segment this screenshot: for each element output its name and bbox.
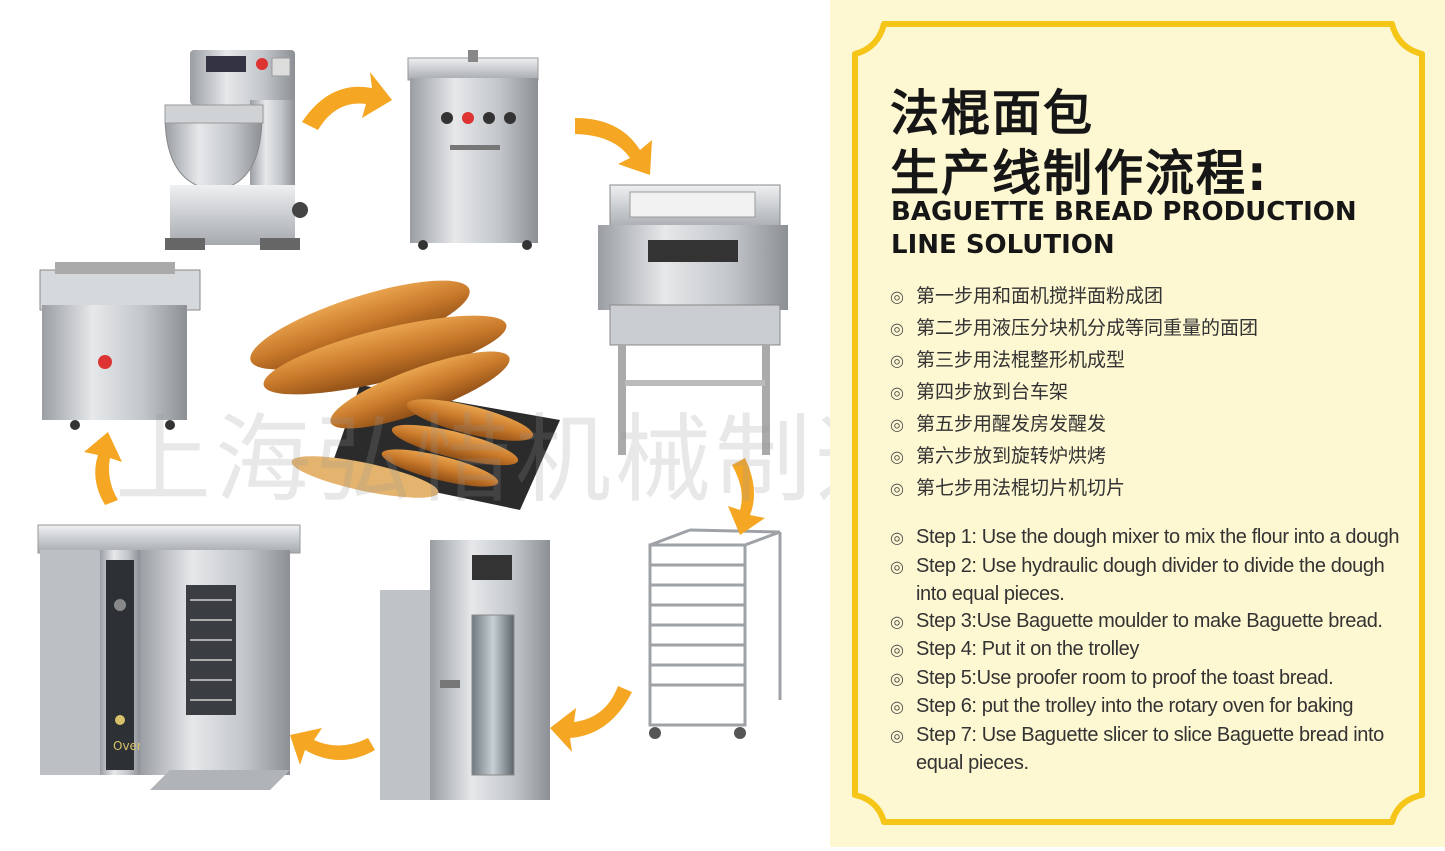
list-item: ◎第四步放到台车架 (890, 378, 1258, 410)
title-chinese: 法棍面包 生产线制作流程: (890, 84, 1269, 204)
list-item: ◎Step 4: Put it on the trolley (890, 636, 1410, 665)
steps-english-list: ◎Step 1: Use the dough mixer to mix the … (890, 524, 1410, 777)
list-item: ◎Step 6: put the trolley into the rotary… (890, 693, 1410, 722)
title-english-line1: BAGUETTE BREAD PRODUCTION (891, 197, 1357, 227)
dough-mixer-icon (164, 50, 308, 250)
process-diagram: Oven (37, 50, 788, 800)
bullet-icon: ◎ (890, 351, 904, 370)
bullet-icon: ◎ (890, 479, 904, 498)
title-english: BAGUETTE BREAD PRODUCTION LINE SOLUTION (891, 196, 1357, 262)
bullet-icon: ◎ (890, 699, 904, 716)
list-item: ◎Step 7: Use Baguette slicer to slice Ba… (890, 723, 1384, 775)
bullet-icon: ◎ (890, 642, 904, 659)
baguette-slicer-icon (39, 262, 201, 430)
list-item: ◎Step 3:Use Baguette moulder to make Bag… (890, 608, 1410, 637)
dough-divider-icon (407, 50, 539, 250)
bullet-icon: ◎ (890, 530, 904, 547)
list-item: ◎第三步用法棍整形机成型 (890, 346, 1258, 378)
baguette-moulder-icon (598, 184, 788, 455)
list-item: ◎Step 5:Use proofer room to proof the to… (890, 665, 1410, 694)
bullet-icon: ◎ (890, 558, 904, 576)
curved-arrow-icon (84, 72, 765, 765)
bullet-icon: ◎ (890, 415, 904, 434)
list-item: ◎第六步放到旋转炉烘烤 (890, 442, 1258, 474)
bullet-icon: ◎ (890, 670, 904, 688)
list-item: ◎第七步用法棍切片机切片 (890, 474, 1258, 506)
bullet-icon: ◎ (890, 383, 904, 402)
title-chinese-line1: 法棍面包 (890, 85, 1095, 142)
trolley-icon (648, 528, 782, 739)
proofer-icon (380, 540, 550, 800)
bullet-icon: ◎ (890, 287, 904, 306)
title-english-line2: LINE SOLUTION (891, 230, 1115, 260)
bullet-icon: ◎ (890, 727, 904, 745)
list-item: ◎Step 1: Use the dough mixer to mix the … (890, 524, 1410, 553)
list-item: ◎第一步用和面机搅拌面粉成团 (890, 282, 1258, 314)
oven-label: Oven (113, 739, 145, 753)
bullet-icon: ◎ (890, 613, 904, 631)
list-item: ◎Step 2: Use hydraulic dough divider to … (890, 554, 1385, 606)
list-item: ◎第五步用醒发房发醒发 (890, 410, 1258, 442)
title-chinese-line2: 生产线制作流程: (890, 145, 1269, 202)
bullet-icon: ◎ (890, 319, 904, 338)
description-panel (830, 0, 1445, 847)
rotary-oven-icon: Oven (37, 524, 301, 790)
list-item: ◎第二步用液压分块机分成等同重量的面团 (890, 314, 1258, 346)
bullet-icon: ◎ (890, 447, 904, 466)
baguette-bread-icon (250, 280, 560, 510)
steps-chinese-list: ◎第一步用和面机搅拌面粉成团 ◎第二步用液压分块机分成等同重量的面团 ◎第三步用… (890, 282, 1258, 506)
